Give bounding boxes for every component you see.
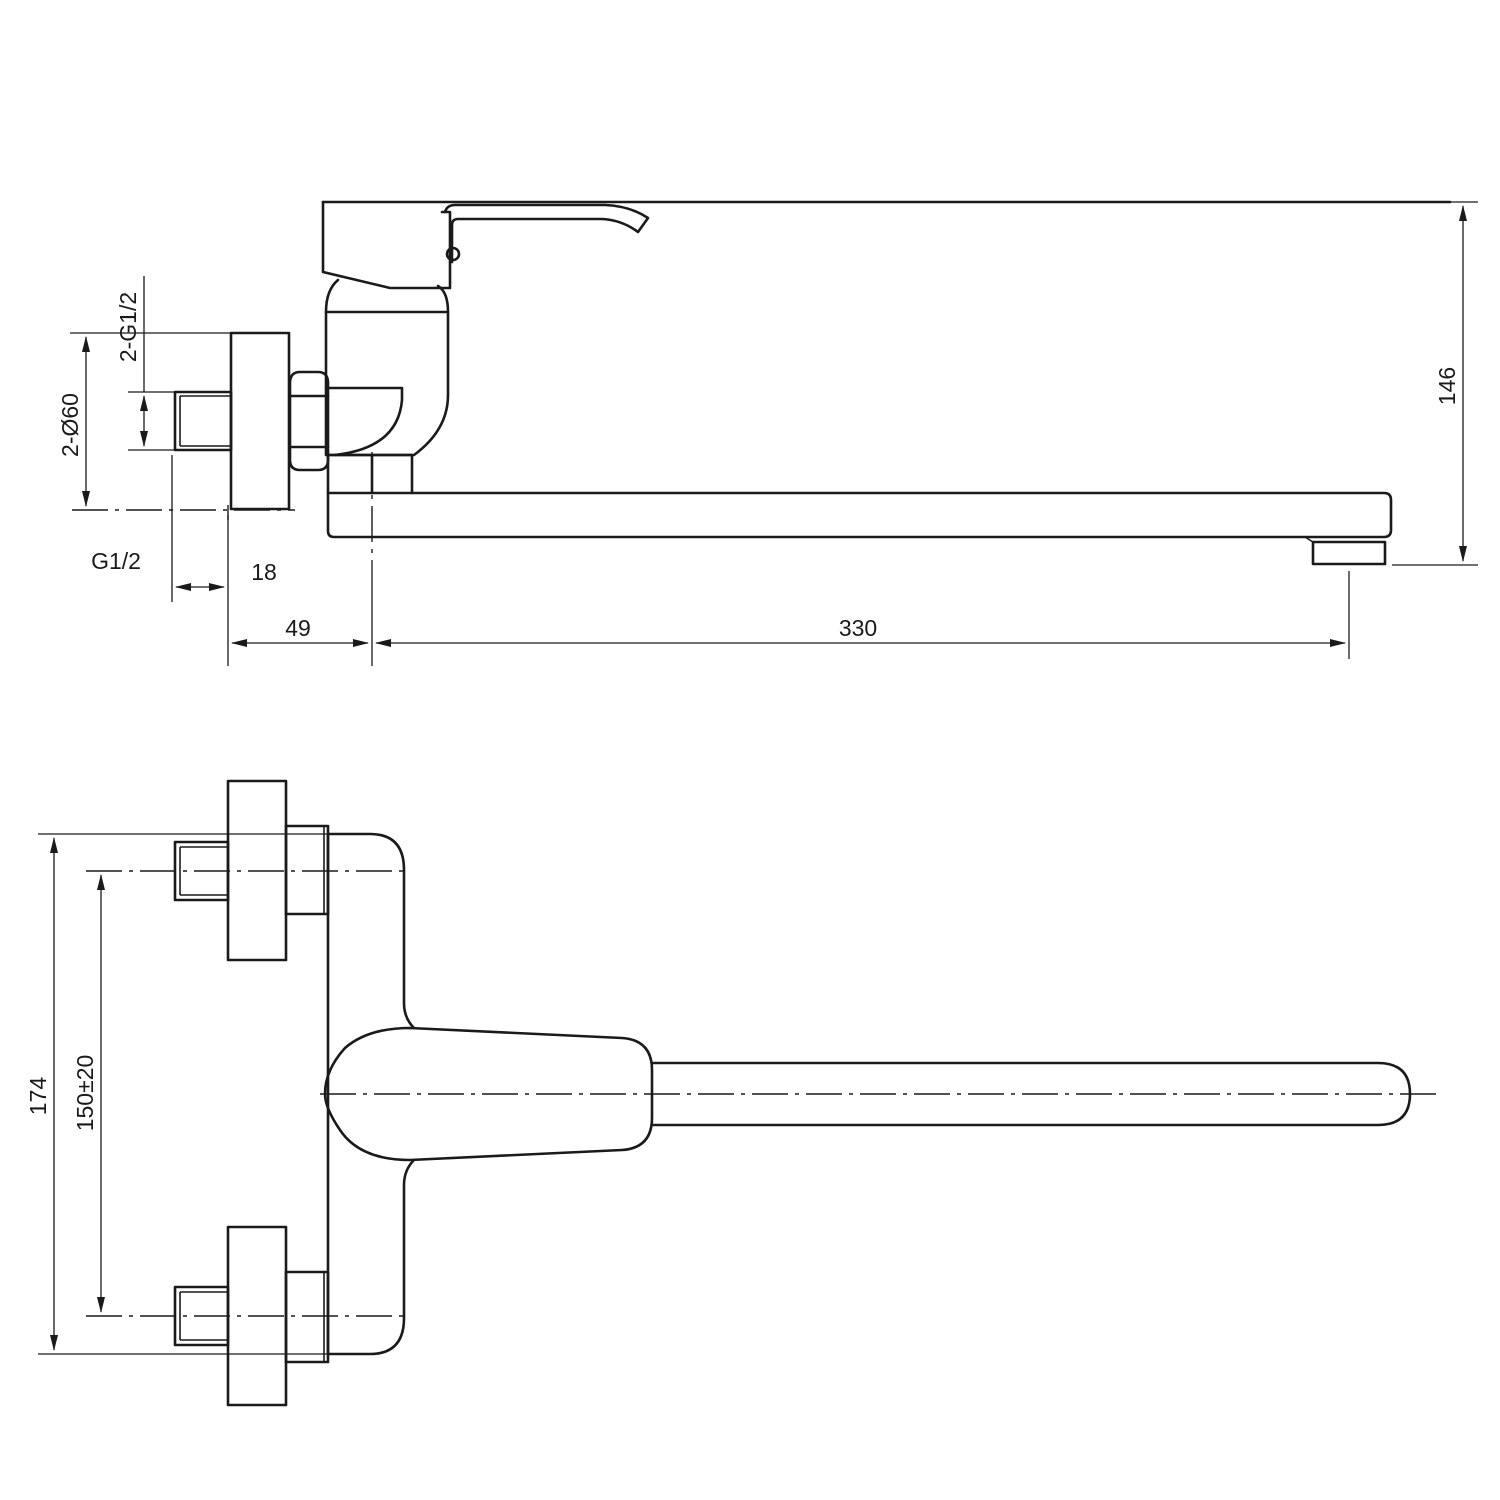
aerator-neck [1304,536,1314,543]
lever-top [323,1026,654,1162]
mixer-head [321,200,452,290]
threaded-pipe [173,390,233,452]
dim-49-label: 49 [285,615,311,641]
top-view: 174 150±20 [25,779,1440,1407]
dim-146-label: 146 [1434,367,1460,405]
lever-handle [443,203,650,264]
wall-flange [229,331,291,511]
body-outline-top [326,832,416,1030]
body-outline-bottom [326,1158,416,1356]
connector-curve [324,386,404,457]
dim-60-label: 2-Ø60 [57,393,83,457]
dim-2g12-label: 2-G1/2 [115,292,141,362]
dim-174-label: 174 [25,1077,51,1116]
side-view: 146 2-Ø60 2-G1/2 G1/2 18 49 330 [57,200,1478,666]
lever-pivot [445,246,461,262]
dim-330-label: 330 [839,615,877,641]
spout-collar [326,453,414,495]
upper-nut [284,824,330,916]
hex-nut [288,370,330,472]
g12-label: G1/2 [91,548,141,574]
mixer-body [324,278,450,457]
dim-18-label: 18 [251,559,277,585]
dim-150-label: 150±20 [72,1055,98,1132]
aerator [1311,540,1387,566]
spout [326,491,1393,539]
lower-nut [284,1270,330,1364]
